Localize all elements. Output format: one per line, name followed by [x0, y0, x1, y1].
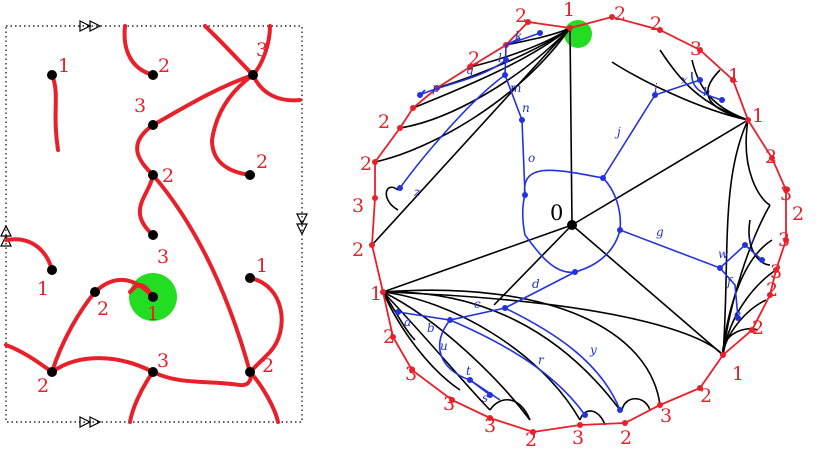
boundary-label: 2	[766, 279, 778, 301]
vertex-label: 1	[256, 255, 268, 277]
edge-label: i	[654, 81, 658, 95]
edge-label: c	[474, 297, 481, 311]
boundary-label: 3	[690, 38, 702, 60]
edge-label: j	[614, 125, 621, 139]
boundary-label: 2	[620, 427, 632, 449]
boundary-label: 3	[778, 229, 790, 251]
vertex-label: 2	[262, 355, 274, 377]
edge-label: k	[515, 29, 522, 43]
right-double-arrow	[296, 213, 308, 236]
boundary-dots	[369, 14, 789, 435]
boundary-label: 3	[484, 415, 496, 437]
edge-label: r	[538, 353, 545, 367]
center-label: 0	[550, 201, 563, 225]
edge-label: a	[404, 315, 411, 329]
bottom-double-arrow	[79, 416, 102, 428]
boundary-label: 2	[650, 13, 662, 35]
black-arcs	[371, 27, 777, 426]
edge-label: l	[498, 51, 502, 65]
boundary-label: 1	[728, 65, 740, 87]
left-vertices	[47, 70, 258, 377]
boundary-label: 2	[383, 326, 395, 348]
edge-label: y	[589, 343, 597, 357]
left-vertex-labels: 1 2 3 3 2 2 3 1 2 1 1 2 3 2	[37, 39, 274, 397]
vertex-label: 3	[256, 39, 268, 61]
boundary-label: 3	[770, 261, 782, 283]
edge-label: f	[726, 275, 734, 289]
edge-label: m	[510, 81, 521, 95]
boundary-label: 2	[352, 239, 364, 261]
vertex-label: 1	[147, 303, 159, 325]
boundary-label: 2	[765, 146, 777, 168]
boundary-label: 2	[792, 203, 804, 225]
boundary-label: 2	[378, 111, 390, 133]
edge-label: b	[427, 321, 435, 335]
edge-label: q	[466, 63, 474, 77]
vertex-label: 2	[37, 375, 49, 397]
vertex-label: 2	[158, 55, 170, 77]
edge-label: g	[656, 225, 664, 239]
boundary-label: 2	[752, 317, 764, 339]
outer-boundary	[371, 16, 787, 433]
boundary-label: 3	[405, 363, 417, 385]
boundary-label: 1	[370, 283, 382, 305]
edge-label: n	[522, 101, 530, 115]
edge-label: v	[748, 233, 755, 247]
boundary-label: 3	[780, 183, 792, 205]
boundary-label: 1	[563, 0, 575, 21]
boundary-label: 3	[352, 195, 364, 217]
boundary-label: 2	[360, 153, 372, 175]
edge-labels: k l q p m n o z i j x h g w v f e d c a …	[404, 29, 755, 405]
boundary-labels: 1 2 2 3 1 2 3 2 3 1 2 3 2 2 3 1 2 3 3 2 …	[352, 0, 804, 451]
vertex-label: 3	[157, 246, 169, 268]
edge-label: e	[734, 307, 741, 321]
boundary-label: 3	[443, 393, 455, 415]
edge-label: p	[432, 81, 440, 95]
left-panel: 1 2 3 3 2 2 3 1 2 1 1 2 3 2	[0, 20, 308, 428]
vertex-label: 2	[162, 165, 174, 187]
top-double-arrow	[79, 20, 102, 32]
vertex-label: 2	[256, 151, 268, 173]
edge-label: x	[681, 73, 688, 87]
boundary-label: 2	[525, 429, 537, 451]
vertex-label: 2	[97, 298, 109, 320]
vertex-label: 3	[157, 350, 169, 372]
center-vertex	[567, 220, 577, 230]
boundary-label: 2	[614, 3, 626, 25]
boundary-label: 2	[700, 385, 712, 407]
boundary-label: 2	[468, 48, 480, 70]
edge-label: o	[528, 151, 535, 165]
boundary-label: 2	[515, 5, 527, 27]
edge-label: t	[466, 364, 471, 378]
edge-label: z	[413, 185, 421, 199]
boundary-label: 1	[732, 363, 744, 385]
boundary-label: 3	[660, 405, 672, 427]
edge-label: h	[703, 85, 711, 99]
vertex-label: 1	[58, 55, 70, 77]
vertex-label: 3	[134, 95, 146, 117]
right-panel: 0 1 2 2 3 1 2 3 2 3 1 2 3 2 2 3 1 2 3 3 …	[352, 0, 804, 451]
vertex-label: 1	[37, 278, 49, 300]
boundary-label: 1	[752, 105, 764, 127]
blue-dots	[395, 30, 765, 418]
red-curves	[4, 24, 302, 424]
edge-label: u	[440, 339, 448, 353]
edge-label: d	[532, 277, 540, 291]
edge-label: w	[718, 247, 729, 261]
edge-label: s	[482, 391, 488, 405]
boundary-label: 3	[572, 427, 584, 449]
